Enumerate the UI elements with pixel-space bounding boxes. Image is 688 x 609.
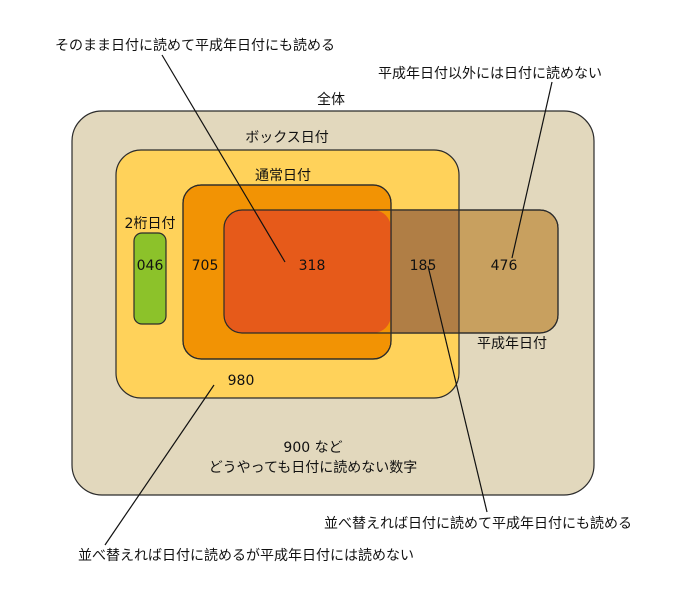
universe-example-line2: どうやっても日付に読めない数字: [209, 459, 418, 476]
callout-bottom-right: 並べ替えれば日付に読めて平成年日付にも読める: [324, 515, 632, 532]
value-box-only: 980: [228, 373, 255, 389]
value-normal-heisei: 318: [299, 258, 326, 274]
normal-date-outline: [182, 184, 392, 360]
value-heisei-only: 476: [491, 258, 518, 274]
callout-bottom-left: 並べ替えれば日付に読めるが平成年日付には読めない: [78, 547, 414, 564]
leader-line-top-left: [161, 54, 286, 263]
value-box-heisei: 185: [410, 258, 437, 274]
normal-heisei-overlap-region: [224, 210, 391, 333]
leader-line-top-right: [511, 81, 553, 259]
leader-line-bottom-left: [104, 384, 215, 546]
universe-example-line1: 900 など: [283, 440, 342, 456]
two-digit-label: 2桁日付: [125, 216, 176, 232]
normal-date-label: 通常日付: [255, 168, 311, 184]
box-date-label: ボックス日付: [245, 130, 329, 146]
callout-top-left: そのまま日付に読めて平成年日付にも読める: [55, 37, 335, 54]
heisei-date-label: 平成年日付: [477, 336, 547, 352]
heisei-box-overlap-region: [390, 210, 459, 333]
two-digit-region: [133, 232, 167, 325]
universe-label: 全体: [317, 91, 345, 108]
value-two-digit: 046: [137, 258, 164, 274]
leader-line-bottom-right: [427, 265, 488, 513]
value-normal-only: 705: [192, 258, 219, 274]
callout-top-right: 平成年日付以外には日付に読めない: [378, 65, 602, 82]
